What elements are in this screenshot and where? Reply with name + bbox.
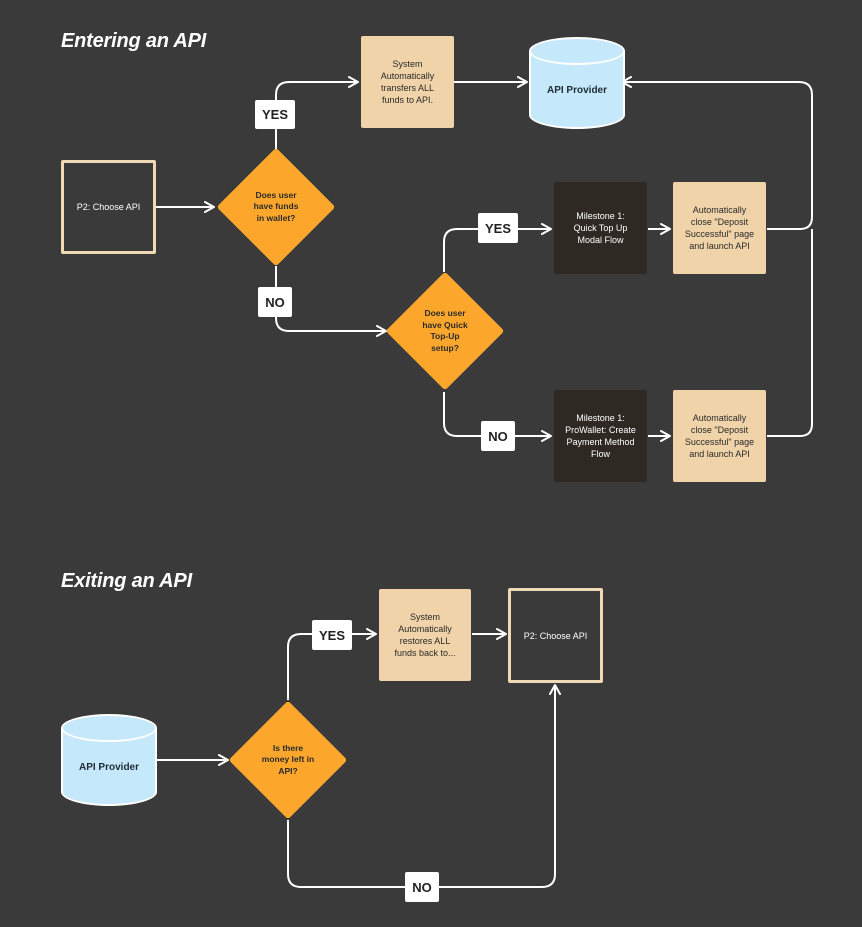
edge-money-yes (287, 628, 377, 700)
label-yes: YES (478, 213, 518, 243)
decision-text: Is there money left in API? (261, 742, 315, 776)
decision-text: Does user have Quick Top-Up setup? (422, 308, 468, 353)
edge-quick-no (443, 392, 552, 442)
start-node-choose-api: P2: Choose API (61, 160, 156, 254)
process-quick-topup-flow: Milestone 1: Quick Top Up Modal Flow (554, 182, 647, 274)
decision-quick-topup: Does user have Quick Top-Up setup? (385, 271, 505, 391)
label-yes: YES (312, 620, 352, 650)
end-node-choose-api: P2: Choose API (508, 588, 603, 683)
process-close-deposit-1: Automatically close "Deposit Successful"… (673, 182, 766, 274)
edge-decision-no (275, 266, 387, 337)
database-label: API Provider (546, 85, 608, 96)
database-api-provider: API Provider (529, 37, 625, 131)
label-no: NO (258, 287, 292, 317)
cylinder-top (61, 714, 157, 742)
section-title-exiting: Exiting an API (61, 570, 192, 592)
edge-close-return (621, 76, 813, 230)
process-create-payment-flow: Milestone 1: ProWallet: Create Payment M… (554, 390, 647, 482)
database-label: API Provider (78, 762, 140, 773)
database-api-provider: API Provider (61, 714, 157, 808)
section-title-entering: Entering an API (61, 30, 207, 52)
edge-quick-yes (443, 223, 552, 272)
process-auto-restore: System Automatically restores ALL funds … (379, 589, 471, 681)
decision-text: Does user have funds in wallet? (253, 189, 299, 223)
decision-user-funds: Does user have funds in wallet? (216, 147, 336, 267)
label-no: NO (405, 872, 439, 902)
process-auto-transfer: System Automatically transfers ALL funds… (361, 36, 454, 128)
label-no: NO (481, 421, 515, 451)
cylinder-top (529, 37, 625, 65)
label-yes: YES (255, 100, 295, 129)
edge-decision-yes (275, 76, 359, 150)
decision-money-left: Is there money left in API? (228, 700, 348, 820)
edge-close2-return (767, 229, 813, 437)
process-close-deposit-2: Automatically close "Deposit Successful"… (673, 390, 766, 482)
